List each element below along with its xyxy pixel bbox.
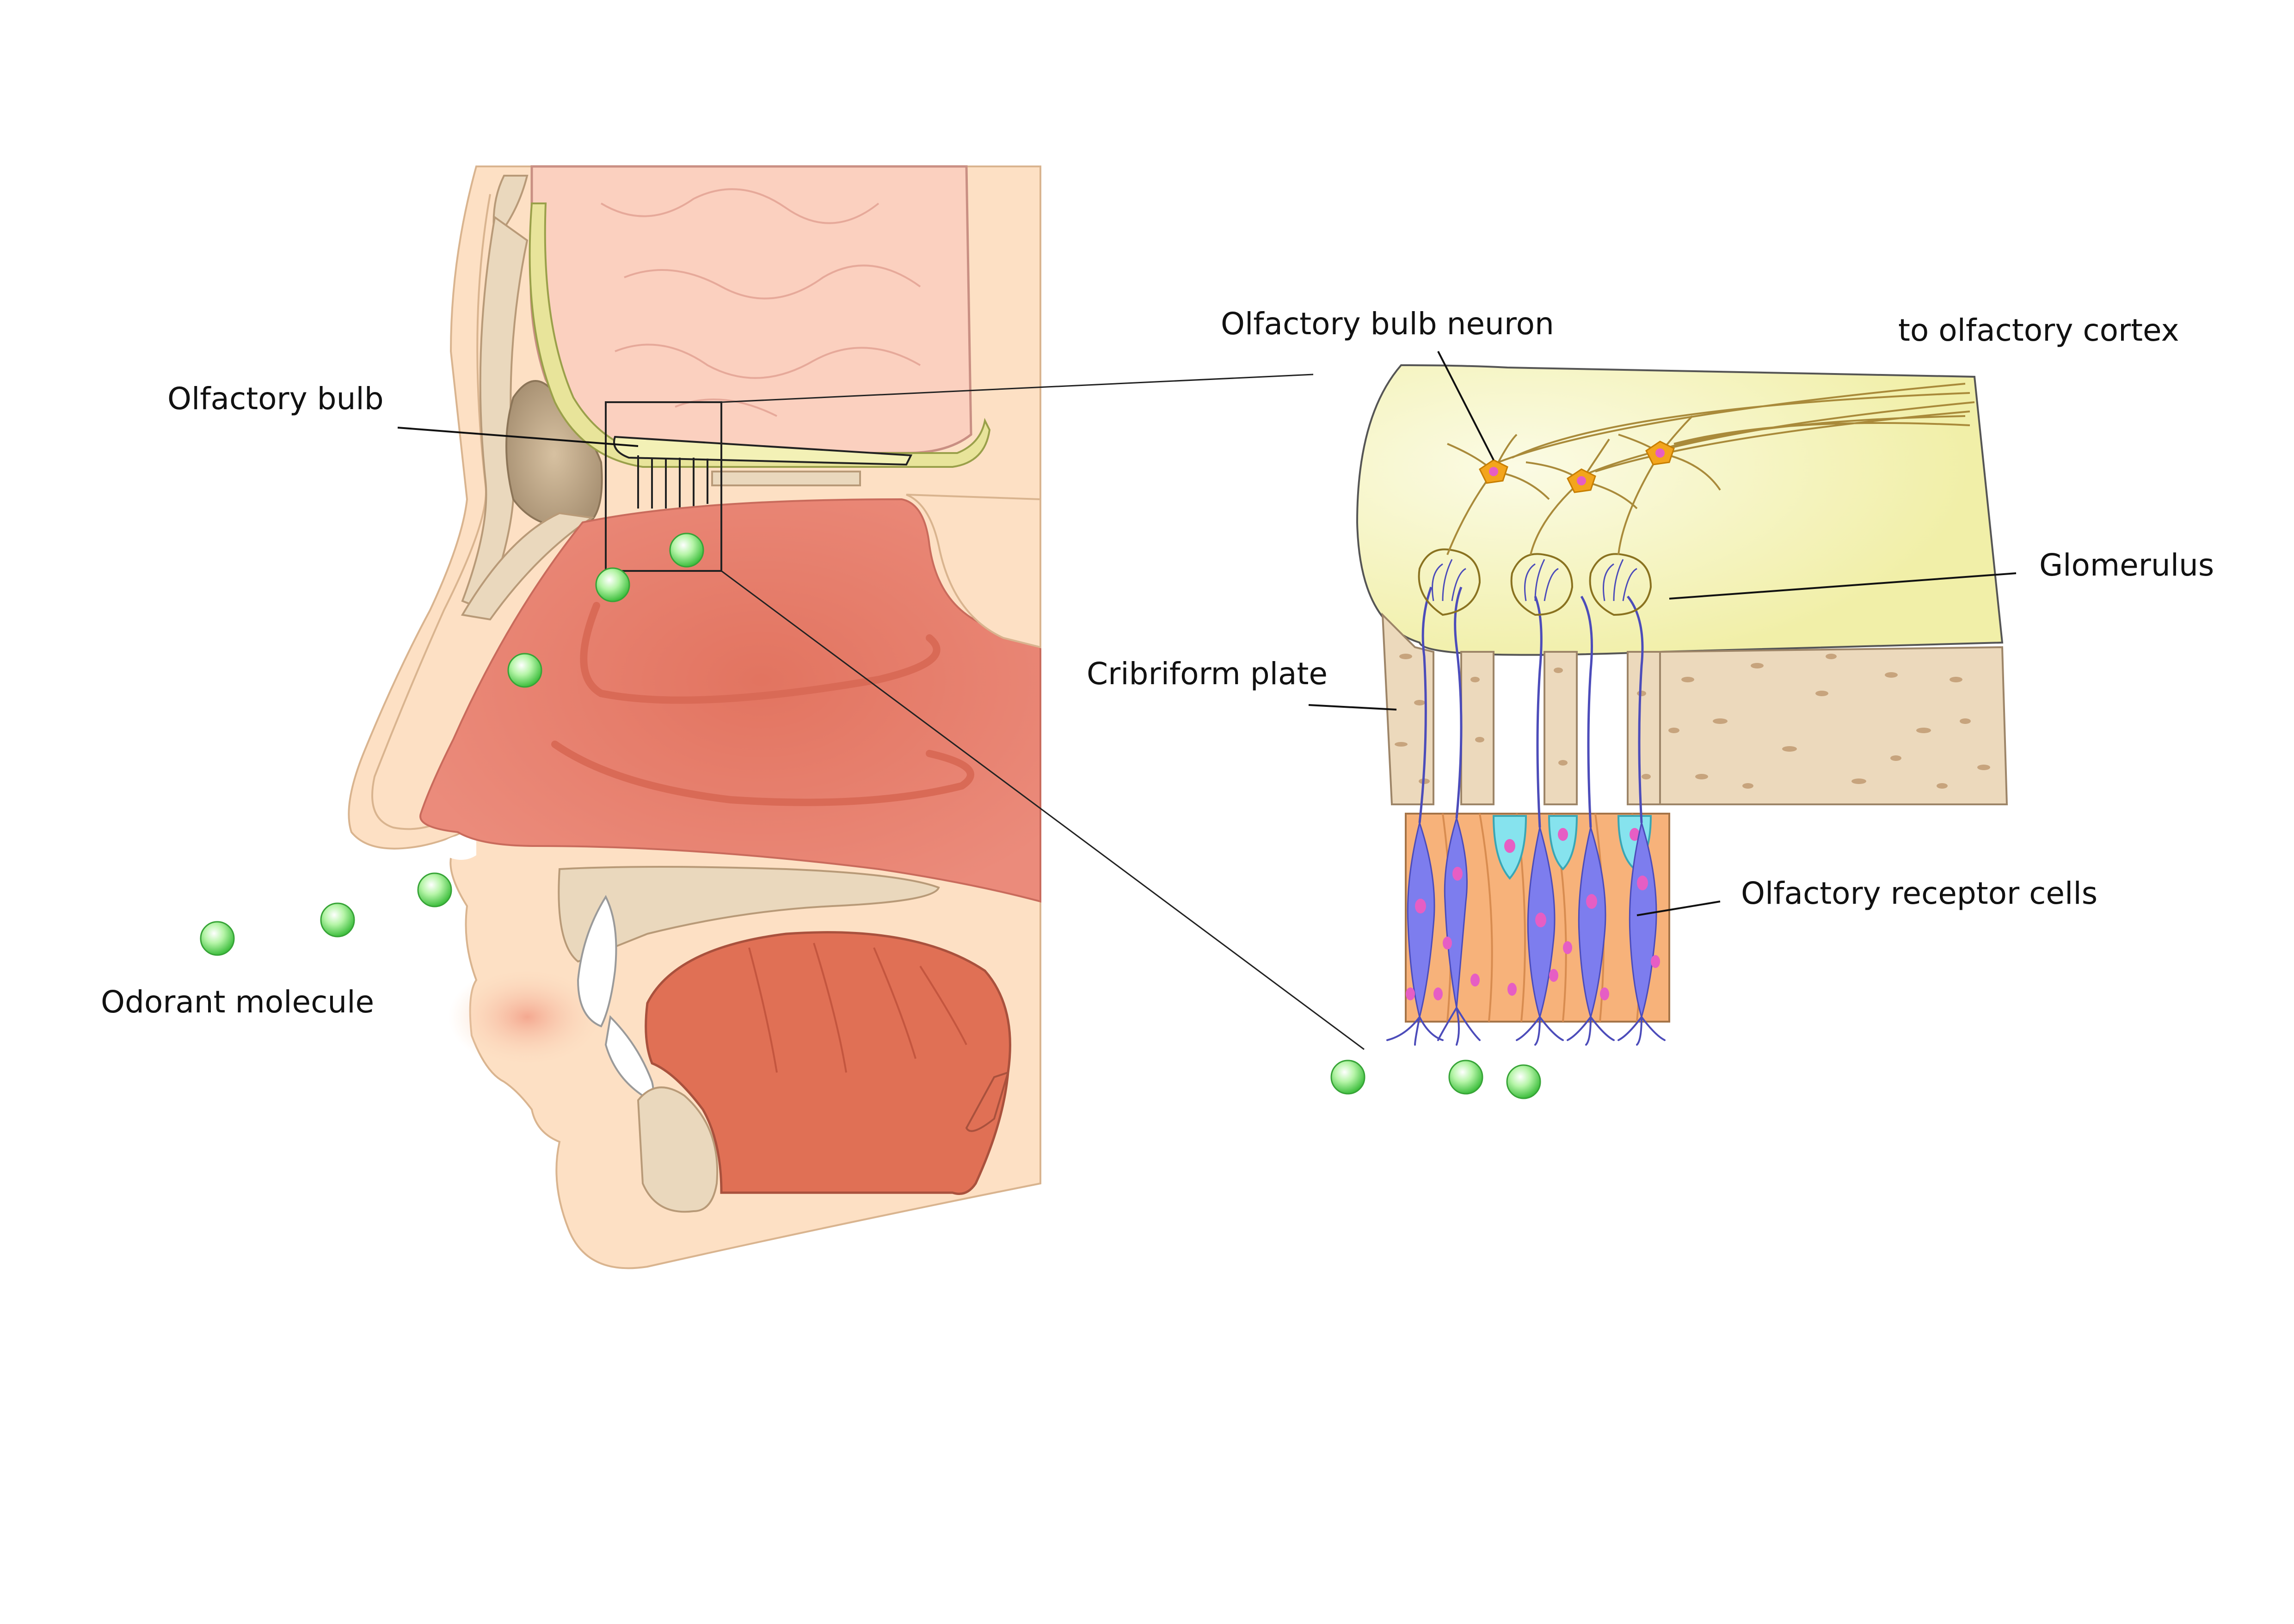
olfactory-bulb-small <box>613 435 913 466</box>
odorant-9 <box>1506 1064 1541 1099</box>
dura-band <box>529 202 991 468</box>
glomeruli <box>1418 548 1652 616</box>
nose-inner-line <box>371 194 491 830</box>
lips <box>449 966 606 1068</box>
label-odorant-molecule: Odorant molecule <box>101 984 375 1020</box>
cilia <box>1386 1007 1666 1046</box>
odorant-3 <box>417 872 452 907</box>
label-to-olfactory-cortex: to olfactory cortex <box>1898 313 2179 348</box>
leader-cribriform <box>1308 704 1397 711</box>
odorant-4 <box>507 653 542 688</box>
label-glomerulus: Glomerulus <box>2039 547 2214 583</box>
odorant-1 <box>200 921 235 956</box>
leader-lines <box>397 351 2017 916</box>
zoom-line-bottom <box>721 570 1365 1050</box>
cribriform-plate <box>1381 612 2008 805</box>
odorant-8 <box>1448 1060 1483 1095</box>
tongue <box>645 931 1011 1195</box>
cribriform-texture <box>1395 654 1990 789</box>
glomerulus-tufts <box>1432 559 1637 601</box>
olfactory-bulb-large <box>1356 364 2004 656</box>
bulb-detail <box>1356 364 2008 1046</box>
leader-bulb-neuron <box>1437 351 1494 460</box>
leader-olfactory-bulb <box>397 427 639 447</box>
mandible <box>637 1086 719 1213</box>
leader-receptor <box>1636 901 1721 916</box>
basal-cell-nuclei <box>1504 828 1640 853</box>
odorant-5 <box>595 567 630 602</box>
mitral-nuclei <box>1489 448 1665 485</box>
odorant-2 <box>320 902 355 938</box>
tongue-lines <box>748 943 967 1073</box>
zoom-line-top <box>721 374 1314 403</box>
brain <box>529 165 972 454</box>
turbinates <box>551 602 974 806</box>
olfactory-nerve-teeth <box>637 455 708 509</box>
nasopharynx <box>906 494 1041 649</box>
label-olfactory-bulb-neuron: Olfactory bulb neuron <box>1221 306 1554 342</box>
head-section <box>348 165 1041 1269</box>
receptor-cells <box>1407 815 1657 1020</box>
label-cribriform-plate: Cribriform plate <box>1087 656 1328 692</box>
brain-folds <box>600 188 921 417</box>
odorant-6 <box>669 533 704 568</box>
label-olfactory-receptor-cells: Olfactory receptor cells <box>1741 876 2098 911</box>
upper-incisor <box>577 895 617 1028</box>
odorant-7 <box>1330 1060 1365 1095</box>
zoom-box <box>605 401 722 572</box>
ethmoid-bone <box>711 471 861 486</box>
label-olfactory-bulb: Olfactory bulb <box>167 381 384 417</box>
odorant-molecules <box>200 533 1541 1099</box>
leader-glomerulus <box>1669 572 2017 600</box>
uvula <box>965 1071 1010 1132</box>
receptor-nuclei <box>1406 867 1660 1000</box>
nostril <box>444 835 476 860</box>
receptor-axons <box>1418 587 1644 828</box>
maxilla-bone <box>461 512 595 621</box>
